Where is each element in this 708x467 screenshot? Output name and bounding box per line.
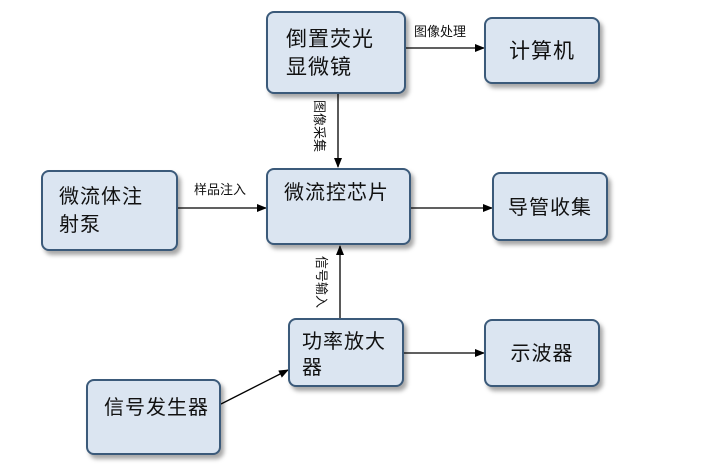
node-oscilloscope: 示波器 [484, 319, 600, 387]
node-collect: 导管收集 [492, 172, 608, 241]
label-signal-input: 信号输入 [313, 256, 328, 309]
label-image-acquisition: 图像采集 [311, 100, 326, 153]
node-computer: 计算机 [484, 17, 600, 84]
node-amplifier: 功率放大器 [288, 318, 404, 387]
label-image-processing: 图像处理 [414, 25, 467, 40]
arrow-generator-to-amplifier [220, 369, 289, 405]
node-chip: 微流控芯片 [266, 168, 411, 245]
label-sample-injection: 样品注入 [194, 183, 247, 198]
node-pump: 微流体注射泵 [41, 170, 178, 251]
node-microscope: 倒置荧光显微镜 [266, 11, 406, 94]
node-generator: 信号发生器 [86, 379, 221, 455]
